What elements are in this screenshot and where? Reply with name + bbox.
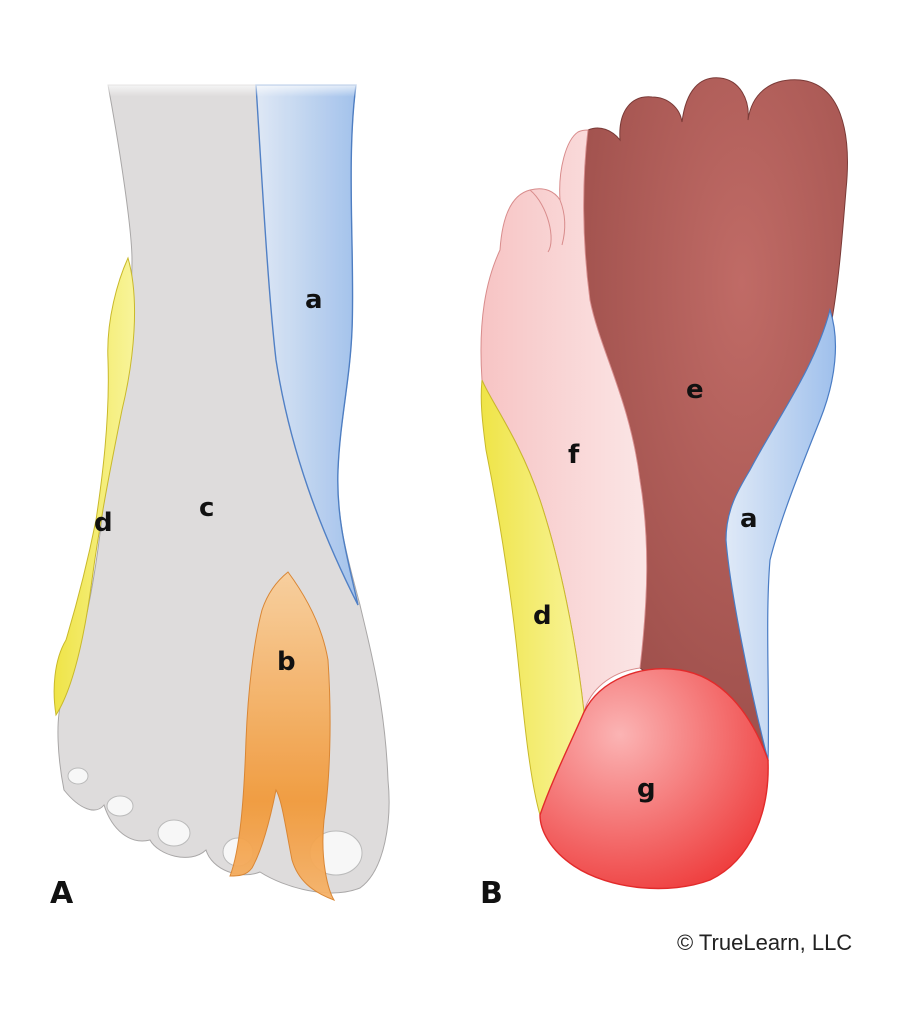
label-f: f — [568, 440, 580, 470]
label-e: e — [686, 375, 704, 405]
label-b: b — [277, 647, 296, 677]
region-g-shape — [539, 668, 769, 890]
region-d-shape — [53, 256, 136, 717]
label-c: c — [199, 493, 214, 523]
toenail-icon — [106, 795, 134, 817]
panel-b-plantar-foot: e f a d g B — [480, 77, 848, 911]
label-a: a — [305, 285, 323, 315]
copyright-text: © TrueLearn, LLC — [677, 930, 853, 955]
panel-label-b: B — [480, 876, 503, 911]
label-d: d — [94, 508, 113, 538]
region-b-shape — [229, 571, 336, 901]
panel-a-dorsal-foot: a b c d A — [50, 80, 390, 911]
label-a-plantar: a — [740, 504, 758, 534]
panel-label-a: A — [50, 876, 74, 911]
label-g: g — [637, 774, 656, 804]
toenail-icon — [157, 819, 191, 847]
label-d-plantar: d — [533, 601, 552, 631]
toenail-icon — [67, 767, 89, 785]
